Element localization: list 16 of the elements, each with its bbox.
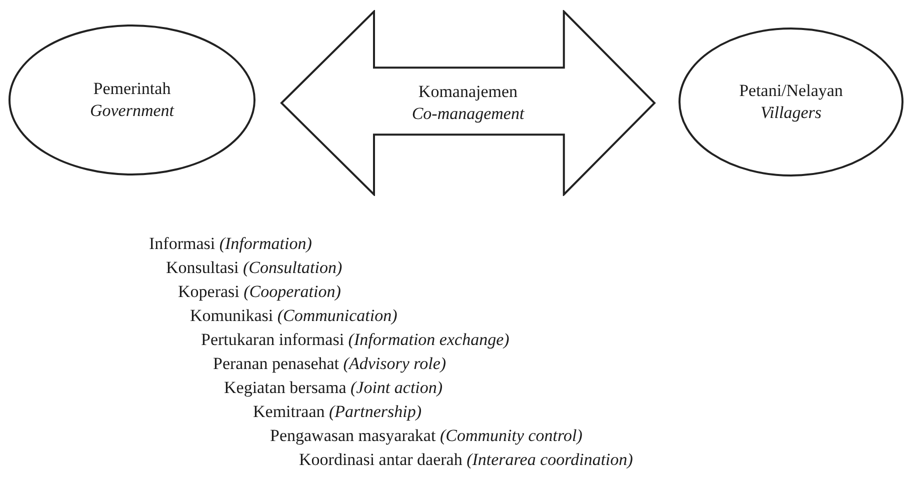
list-item-text: Konsultasi (Consultation) (166, 257, 342, 279)
node-title: Komanajemen (418, 81, 518, 103)
list-item-text: Koordinasi antar daerah (Interarea coordination) (299, 449, 633, 471)
node-subtitle: Villagers (760, 102, 822, 124)
list-item-text: Kemitraan (Partnership) (253, 401, 422, 423)
node-title: Petani/Nelayan (739, 80, 843, 102)
node-subtitle: Government (90, 100, 174, 122)
node-title: Pemerintah (93, 78, 171, 100)
list-item-text: Pengawasan masyarakat (Community control) (270, 425, 582, 447)
list-item-text: Komunikasi (Communication) (190, 305, 398, 327)
list-item-text: Pertukaran informasi (Information exchange) (201, 329, 510, 351)
list-item-text: Kegiatan bersama (Joint action) (224, 377, 443, 399)
list-item-text: Koperasi (Cooperation) (178, 281, 341, 303)
list-item-text: Peranan penasehat (Advisory role) (213, 353, 446, 375)
node-subtitle: Co-management (412, 103, 524, 125)
list-item-text: Informasi (Information) (149, 233, 312, 255)
